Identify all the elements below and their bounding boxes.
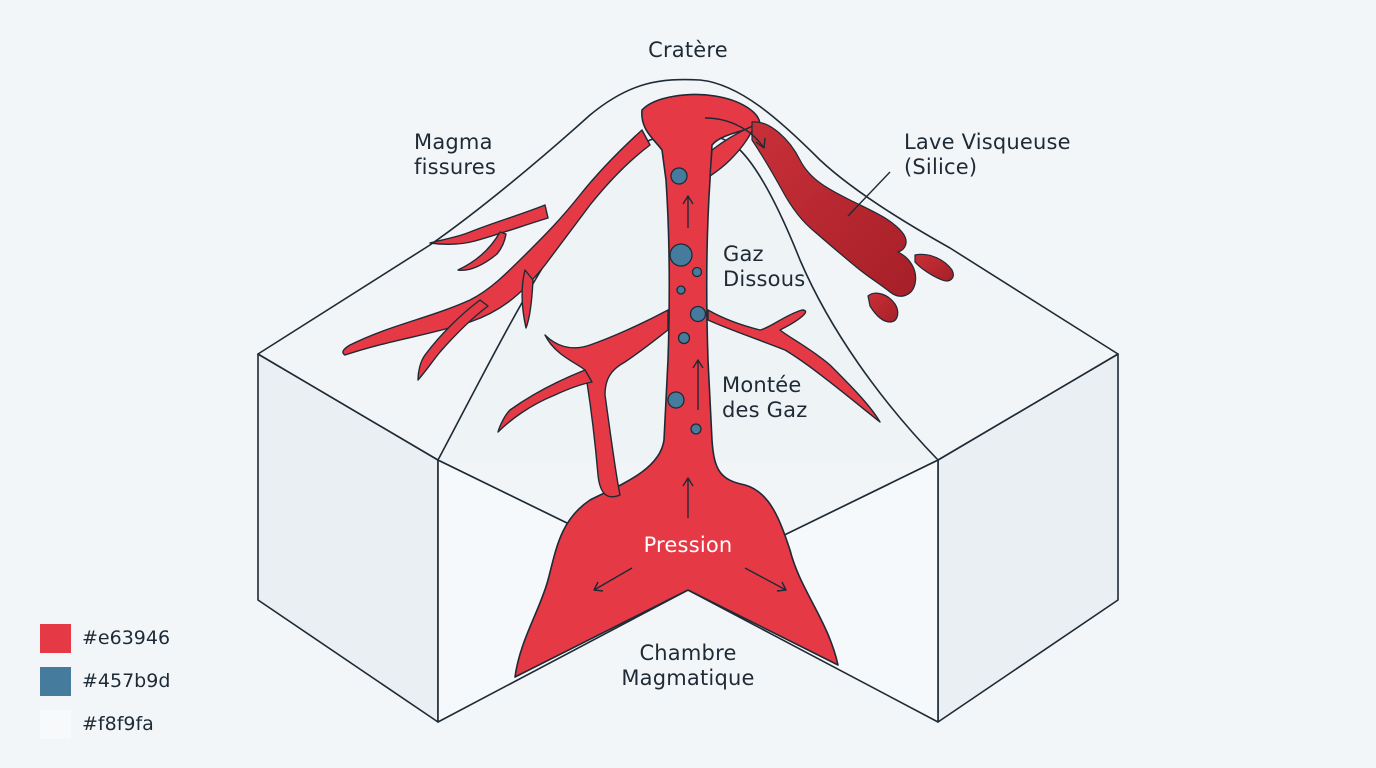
legend-swatch-gas	[40, 666, 71, 696]
label-pressure: Pression	[643, 533, 733, 557]
arrow-pressure-right-head	[776, 581, 787, 592]
viscous-lava-drop-1	[914, 253, 954, 282]
label-magma-fissures: Magma fissures	[414, 130, 496, 180]
gas-bubble	[667, 391, 685, 409]
magma-fissure-crater-right	[709, 124, 756, 177]
legend-row-background: #f8f9fa	[40, 709, 154, 739]
label-crater: Cratère	[648, 38, 728, 62]
arrow-up-top-head	[682, 195, 694, 205]
label-gas-dissolved-line1: Gaz	[723, 242, 764, 266]
legend-swatch-background	[40, 709, 71, 739]
label-gas-rise: Montée des Gaz	[722, 373, 807, 423]
gas-bubble	[676, 285, 686, 295]
gas-bubble	[691, 266, 703, 278]
legend-row-magma: #e63946	[40, 623, 170, 653]
viscous-lava-drop-2	[867, 292, 899, 323]
legend-row-gas: #457b9d	[40, 666, 170, 696]
label-magma-chamber-line1: Chambre	[639, 641, 737, 665]
arrow-pressure-left	[593, 567, 633, 591]
lava-label-leader	[847, 171, 891, 217]
label-magma-chamber: Chambre Magmatique	[606, 641, 770, 691]
magma-fissure-left-branch-3	[417, 299, 489, 381]
legend-label-magma: #e63946	[82, 627, 171, 649]
label-viscous-lava-line2: (Silice)	[904, 155, 978, 179]
magma-sill-inner-left	[544, 309, 669, 498]
arrow-up-pressure-head	[682, 477, 694, 487]
label-magma-fissures-line1: Magma	[414, 130, 493, 154]
label-magma-chamber-line2: Magmatique	[621, 666, 755, 690]
label-gas-dissolved: Gaz Dissous	[723, 242, 805, 292]
label-magma-fissures-line2: fissures	[414, 155, 497, 179]
label-viscous-lava: Lave Visqueuse (Silice)	[904, 130, 1071, 180]
arrow-pressure-left-head	[593, 581, 604, 592]
viscous-lava-flow	[751, 121, 917, 297]
lava-flow-arrowhead	[755, 137, 766, 149]
legend-label-gas: #457b9d	[82, 670, 171, 692]
gas-bubble	[690, 423, 702, 435]
label-gas-rise-line1: Montée	[722, 373, 802, 397]
magma-fissure-left-branch-2	[457, 231, 507, 271]
magma-sill-inner-right	[707, 309, 881, 423]
gas-rise-arrows	[593, 195, 787, 592]
label-gas-dissolved-line2: Dissous	[723, 267, 806, 291]
magma-fissure-left-branch-4	[521, 269, 534, 329]
magma-sill-inner-left-branch	[497, 369, 593, 433]
lava-flow-arrow	[704, 117, 765, 149]
arrow-up-mid-head	[692, 359, 704, 369]
label-viscous-lava-line1: Lave Visqueuse	[904, 130, 1071, 154]
magma-conduit-chamber	[514, 93, 839, 678]
gas-bubble	[677, 331, 691, 345]
gas-bubbles	[667, 167, 707, 435]
legend-swatch-magma	[40, 623, 71, 653]
legend-label-background: #f8f9fa	[82, 713, 154, 735]
arrow-pressure-right	[744, 567, 787, 591]
magma-fissure-left-main	[342, 129, 651, 356]
magma-fissure-left-branch-1	[429, 204, 549, 246]
gas-bubble	[670, 167, 688, 185]
label-gas-rise-line2: des Gaz	[722, 398, 808, 422]
gas-bubble	[669, 243, 693, 267]
gas-bubble	[689, 305, 707, 323]
